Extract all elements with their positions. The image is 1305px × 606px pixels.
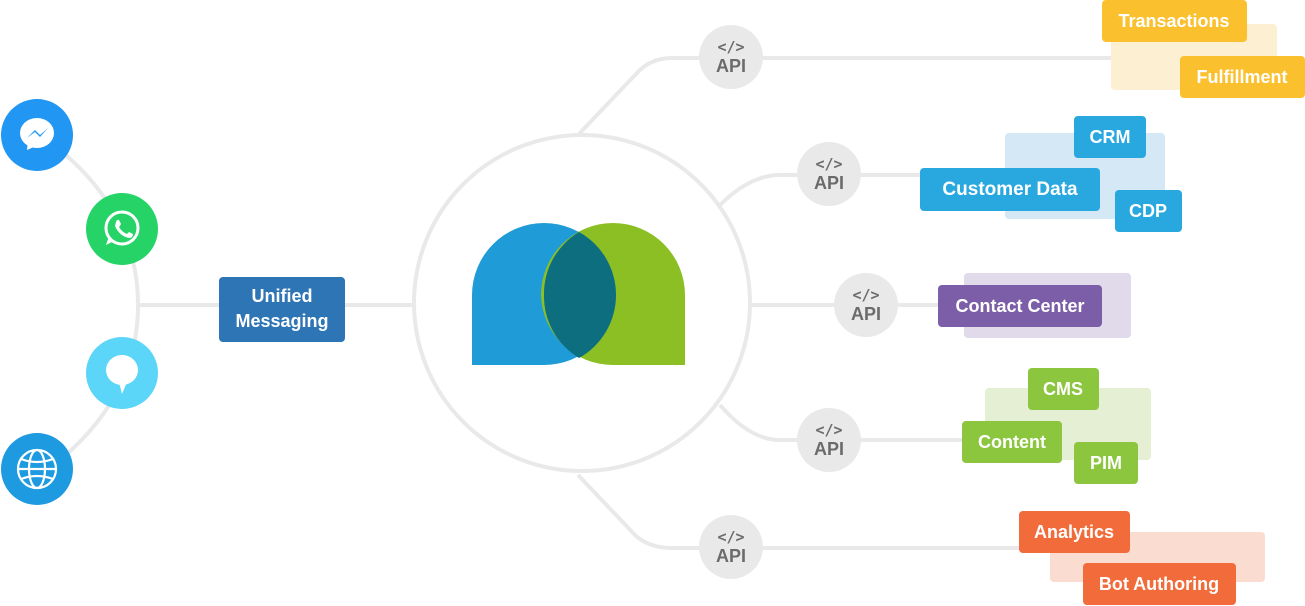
tag-content[interactable]: Content (962, 421, 1062, 463)
branch-contact: Contact Center (938, 273, 1131, 338)
api-label: API (851, 304, 881, 324)
api-code-icon: </> (815, 155, 842, 173)
channel-chat[interactable] (86, 337, 158, 409)
api-label: API (814, 439, 844, 459)
tag-fulfillment[interactable]: Fulfillment (1180, 56, 1305, 98)
api-badge-3[interactable]: </> API (834, 273, 898, 337)
tag-bot-authoring[interactable]: Bot Authoring (1083, 563, 1236, 605)
branch-analytics: Analytics Bot Authoring (1019, 511, 1265, 605)
tag-cms[interactable]: CMS (1028, 368, 1099, 410)
api-label: API (716, 56, 746, 76)
svg-text:Analytics: Analytics (1034, 522, 1114, 542)
svg-text:Customer Data: Customer Data (942, 179, 1078, 200)
svg-text:CRM: CRM (1090, 127, 1131, 147)
api-code-icon: </> (717, 528, 744, 546)
hub-label-line1: Unified (252, 286, 313, 306)
branch-content: CMS Content PIM (962, 368, 1151, 484)
api-badge-2[interactable]: </> API (797, 142, 861, 206)
channel-messenger[interactable] (1, 99, 73, 171)
api-code-icon: </> (717, 38, 744, 56)
svg-text:Bot Authoring: Bot Authoring (1099, 574, 1219, 594)
tag-customer-data[interactable]: Customer Data (920, 168, 1100, 211)
channel-whatsapp[interactable] (86, 193, 158, 265)
hub-label-line2: Messaging (235, 311, 328, 331)
api-badge-1[interactable]: </> API (699, 25, 763, 89)
api-badge-5[interactable]: </> API (699, 515, 763, 579)
api-label: API (814, 173, 844, 193)
svg-text:PIM: PIM (1090, 453, 1122, 473)
tag-cdp[interactable]: CDP (1115, 190, 1182, 232)
logo-overlap-shape (543, 232, 617, 358)
tag-contact-center[interactable]: Contact Center (938, 285, 1102, 327)
svg-text:Contact Center: Contact Center (955, 296, 1084, 316)
whatsapp-icon (86, 193, 158, 265)
api-code-icon: </> (852, 286, 879, 304)
svg-text:Fulfillment: Fulfillment (1197, 67, 1288, 87)
api-label: API (716, 546, 746, 566)
tag-analytics[interactable]: Analytics (1019, 511, 1130, 553)
branch-customer: CRM Customer Data CDP (920, 116, 1182, 232)
platform-logo (472, 223, 685, 365)
api-code-icon: </> (815, 421, 842, 439)
svg-text:Content: Content (978, 432, 1046, 452)
api-badge-4[interactable]: </> API (797, 408, 861, 472)
svg-text:CMS: CMS (1043, 379, 1083, 399)
unified-messaging-box[interactable]: Unified Messaging (219, 277, 345, 342)
tag-crm[interactable]: CRM (1074, 116, 1146, 158)
tag-pim[interactable]: PIM (1074, 442, 1138, 484)
tag-transactions[interactable]: Transactions (1102, 0, 1247, 42)
svg-text:Transactions: Transactions (1118, 11, 1229, 31)
svg-text:CDP: CDP (1129, 201, 1167, 221)
branch-commerce: Transactions Fulfillment (1102, 0, 1305, 98)
channel-web[interactable] (1, 433, 73, 505)
